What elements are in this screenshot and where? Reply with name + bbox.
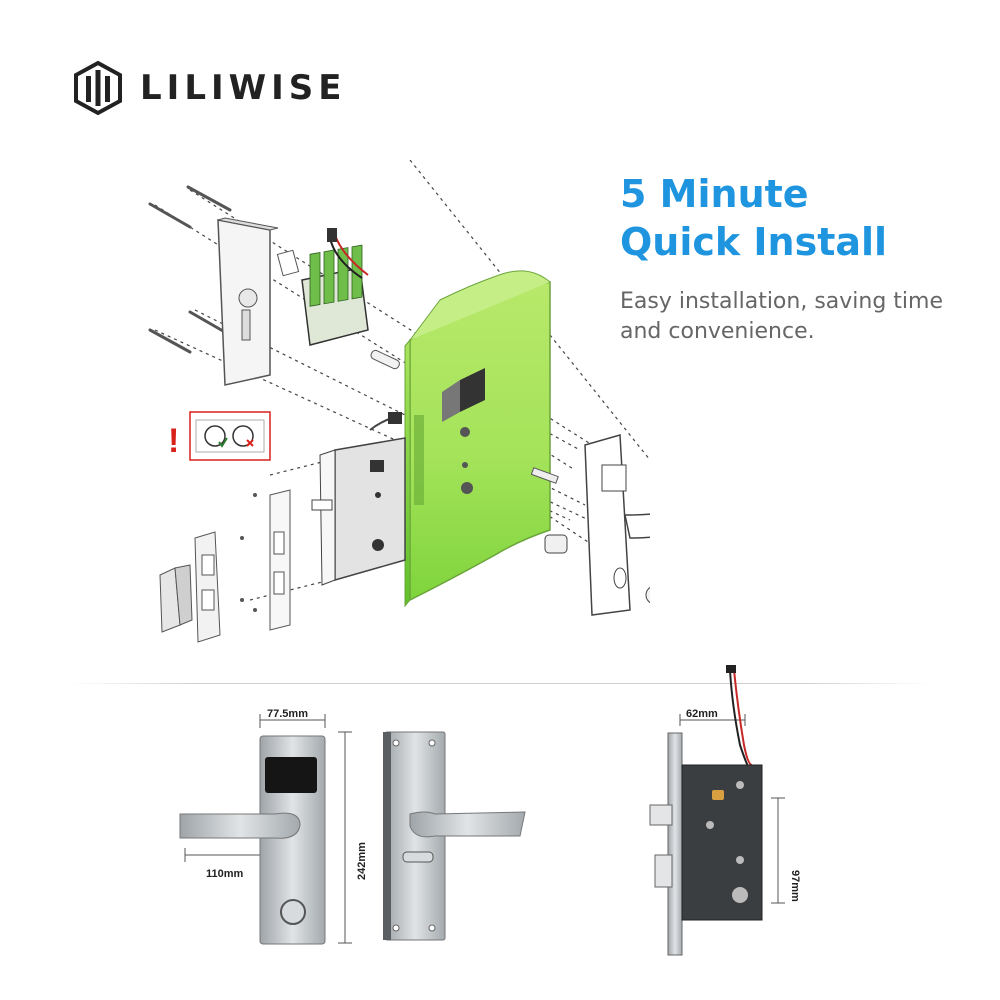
back-plate-edge: [383, 732, 391, 940]
card-reader-window: [265, 757, 317, 793]
exploded-install-diagram: !: [148, 160, 650, 643]
dead-bolt: [654, 854, 673, 888]
back-plate: [217, 217, 300, 386]
keyhole-cover: [280, 899, 306, 925]
spindle: [370, 349, 400, 370]
hero-subtitle: Easy installation, saving time and conve…: [620, 289, 943, 344]
mortise-wire-red: [733, 669, 753, 766]
lock-pin: [530, 467, 559, 484]
thumb-turn: [402, 851, 434, 863]
lever-handle-left: [179, 812, 301, 839]
warning-mark: !: [168, 422, 179, 460]
brand-header: LILIWISE: [70, 60, 347, 116]
hero-title-line1: 5 Minute: [620, 172, 809, 216]
dim-mortise-height: 97mm: [789, 870, 801, 902]
mortise-case: [681, 764, 763, 921]
warning-callout: !: [168, 411, 271, 461]
dim-height: 242mm: [356, 842, 368, 880]
lever-handle-right: [409, 811, 526, 838]
long-screws: [148, 185, 232, 354]
small-screws: [240, 493, 257, 612]
faceplate-pieces: [159, 489, 291, 643]
lever-lock-dimension-drawing: 77.5mm 242mm 110mm: [179, 708, 526, 945]
front-panel: [544, 434, 650, 616]
brand-name: LILIWISE: [140, 68, 347, 108]
hero-title: 5 Minute Quick Install: [620, 170, 887, 266]
hero-title-line2: Quick Install: [620, 220, 888, 264]
door-panel: [404, 270, 551, 608]
mortise-dimension-lines: [679, 714, 785, 904]
dim-handle-length: 110mm: [206, 868, 244, 880]
mortise-faceplate: [667, 732, 683, 956]
dim-front-width: 77.5mm: [267, 708, 308, 720]
mortise-dimension-drawing: 62mm 97mm: [649, 665, 801, 956]
dim-mortise-width: 62mm: [686, 708, 718, 720]
mortise-body: [311, 412, 406, 586]
battery-box: [301, 228, 369, 346]
liliwise-logo-icon: [74, 60, 122, 116]
section-divider: [70, 683, 930, 684]
latch-bolt: [649, 804, 673, 826]
